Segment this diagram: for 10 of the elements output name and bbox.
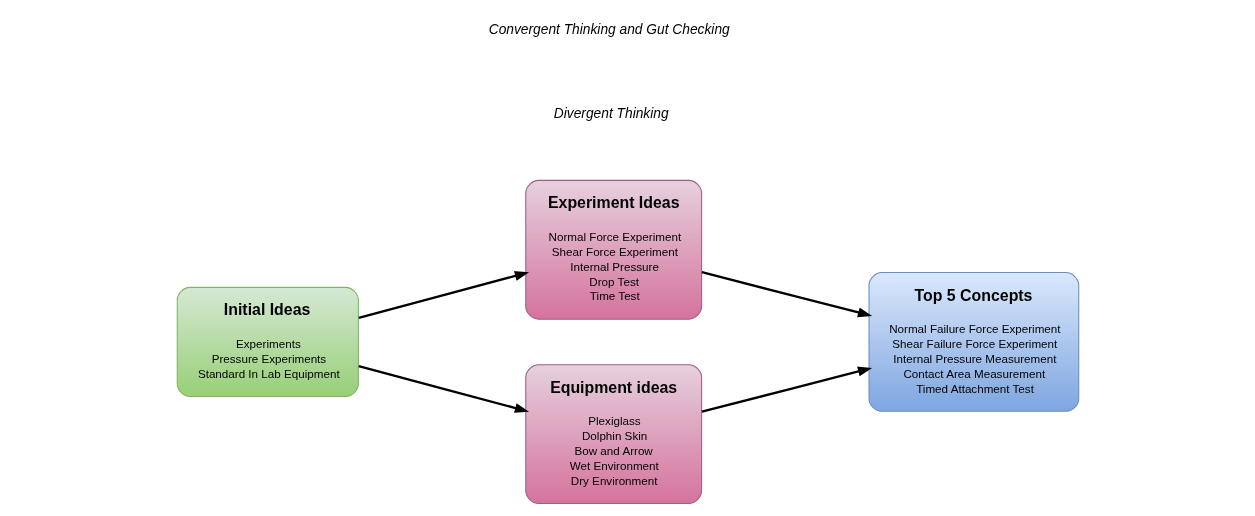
arrow [701,271,872,318]
label: Divergent Thinking [553,105,669,121]
label: Convergent Thinking and Gut Checking [488,22,730,38]
arrow [357,364,529,413]
node-box: Initial Ideas Experiments Pressure Experiments Standard In Lab Equipment [176,286,359,398]
node-box: Equipment ideas Plexiglass Dolphin Skin Bow and Arrow Wet Environment Dry Environment [524,364,702,505]
arrow [701,366,872,413]
node-box: Experiment Ideas Normal Force Experiment Shear Force Experiment Internal Pressure Drop Test Time Test [524,179,702,320]
arrow [357,271,529,319]
node-box: Top 5 Concepts Normal Failure Force Experiment Shear Failure Force Experiment Internal Pressure Measurement Contact Area Measurement Timed Attachment Test [868,272,1079,412]
